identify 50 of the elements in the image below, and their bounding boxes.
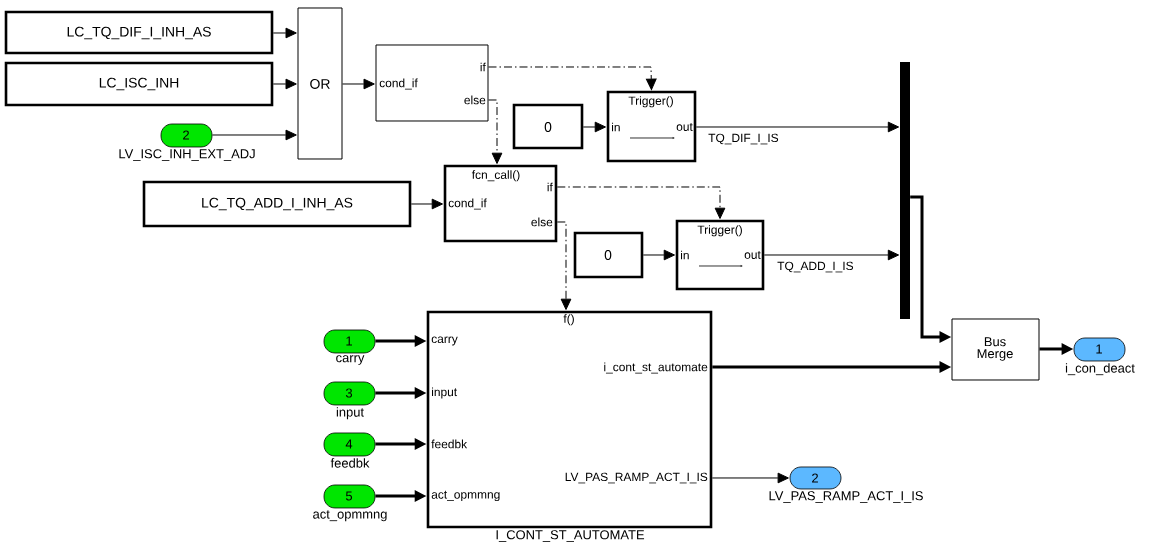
constant-block: 0 [573, 231, 644, 279]
arrow [272, 27, 297, 39]
constant-block: LC_ISC_INH [4, 61, 274, 107]
inport-pill: 2 [160, 123, 213, 148]
arrow [488, 66, 657, 90]
inport-pill: 3 [323, 381, 376, 406]
arrow [410, 198, 443, 210]
outport-pill: 2 [789, 466, 842, 490]
port-name: LV_PAS_RAMP_ACT_I_IS [769, 491, 923, 503]
inport-pill: 5 [323, 484, 376, 509]
subsystem-block: f() carry input feedbk act_opmmng i_cont_st_automate LV_PAS_RAMP_ACT_I_IS [426, 310, 713, 529]
arrow [642, 249, 675, 261]
logic-block: Bus Merge [951, 318, 1040, 381]
port-name: I_CONT_ST_AUTOMATE [496, 530, 645, 542]
arrow [556, 221, 572, 310]
arrow [272, 78, 297, 90]
constant-block: LC_TQ_DIF_I_INH_AS [4, 10, 274, 55]
subsystem-block: fcn_call() if cond_if else [443, 164, 558, 243]
constant-block: LC_TQ_ADD_I_INH_AS [142, 180, 412, 228]
arrow [342, 78, 375, 90]
port-name: i_con_deact [1065, 363, 1135, 376]
port-name: carry [336, 355, 365, 365]
port-name: act_opmmng [313, 510, 387, 522]
arrow [488, 99, 503, 164]
arrow [695, 121, 900, 133]
constant-block: 0 [512, 103, 584, 150]
outport-pill: 1 [1073, 337, 1126, 362]
arrow [556, 186, 726, 219]
node-label: i_cont_st_automate [604, 362, 708, 374]
node-label: f() [563, 314, 574, 326]
node-label: input [432, 387, 458, 399]
inport-pill: 1 [323, 329, 376, 354]
arrow [211, 129, 297, 141]
arrow [711, 472, 789, 484]
port-name: LV_ISC_INH_EXT_ADJ [119, 149, 255, 161]
arrow [763, 249, 900, 261]
inport-pill: 4 [323, 432, 376, 457]
signal-label: TQ_DIF_I_IS [707, 132, 780, 146]
subsystem-block: Trigger() in out [606, 90, 697, 163]
signal-label: TQ_ADD_I_IS [776, 260, 855, 274]
logic-block: cond_if if else [375, 44, 489, 122]
node-label: carry [431, 336, 458, 346]
logic-block: OR [297, 7, 343, 160]
node-label: feedbk [431, 439, 468, 449]
subsystem-block: Trigger() in out [675, 219, 765, 291]
node-label: act_opmmng [431, 490, 500, 502]
port-name: input [336, 407, 364, 420]
arrow [582, 121, 606, 133]
node-label: LV_PAS_RAMP_ACT_I_IS [565, 472, 708, 484]
port-name: feedbk [330, 458, 370, 468]
